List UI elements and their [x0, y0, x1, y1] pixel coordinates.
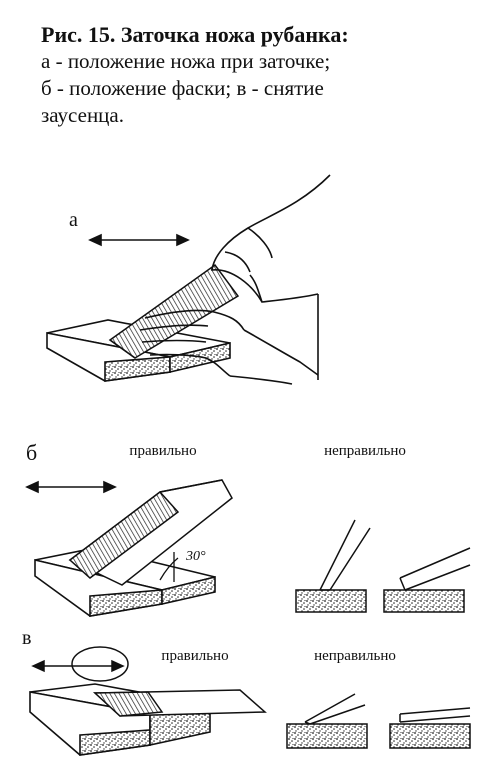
rotation-arrows-icon: [31, 646, 129, 682]
panel-b-incorrect-label: неправильно: [324, 443, 406, 459]
panel-v-correct-label: правильно: [161, 648, 228, 664]
panel-b-correct-label: правильно: [129, 443, 196, 459]
double-arrow-icon: [88, 233, 190, 247]
caption-line-c: заусенца.: [41, 103, 124, 127]
panel-a-letter: а: [69, 209, 78, 231]
hands-illustration: [139, 174, 331, 385]
plane-blade: [68, 479, 233, 586]
caption-title: Рис. 15. Заточка ножа рубанка:: [41, 22, 349, 47]
double-arrow-icon: [25, 480, 117, 494]
figure-caption: Рис. 15. Заточка ножа рубанка: а - полож…: [41, 22, 481, 129]
caption-line-a: а - положение ножа при заточке;: [41, 49, 331, 73]
angle-indicator: [159, 552, 179, 582]
panel-v-incorrect-label: неправильно: [314, 648, 396, 664]
panel-a: а: [46, 174, 331, 385]
panel-b-letter: б: [26, 440, 37, 465]
caption-line-b: б - положение фаски; в - снятие: [41, 76, 324, 100]
panel-v: в правильно неправильно: [22, 627, 471, 756]
panel-v-letter: в: [22, 627, 31, 649]
burr-removal-sketch: [286, 693, 471, 749]
plane-blade: [93, 689, 267, 717]
panel-b: б правильно неправильно 30°: [25, 440, 471, 617]
bevel-incorrect-sketch: [295, 519, 471, 613]
angle-label: 30°: [185, 549, 206, 564]
